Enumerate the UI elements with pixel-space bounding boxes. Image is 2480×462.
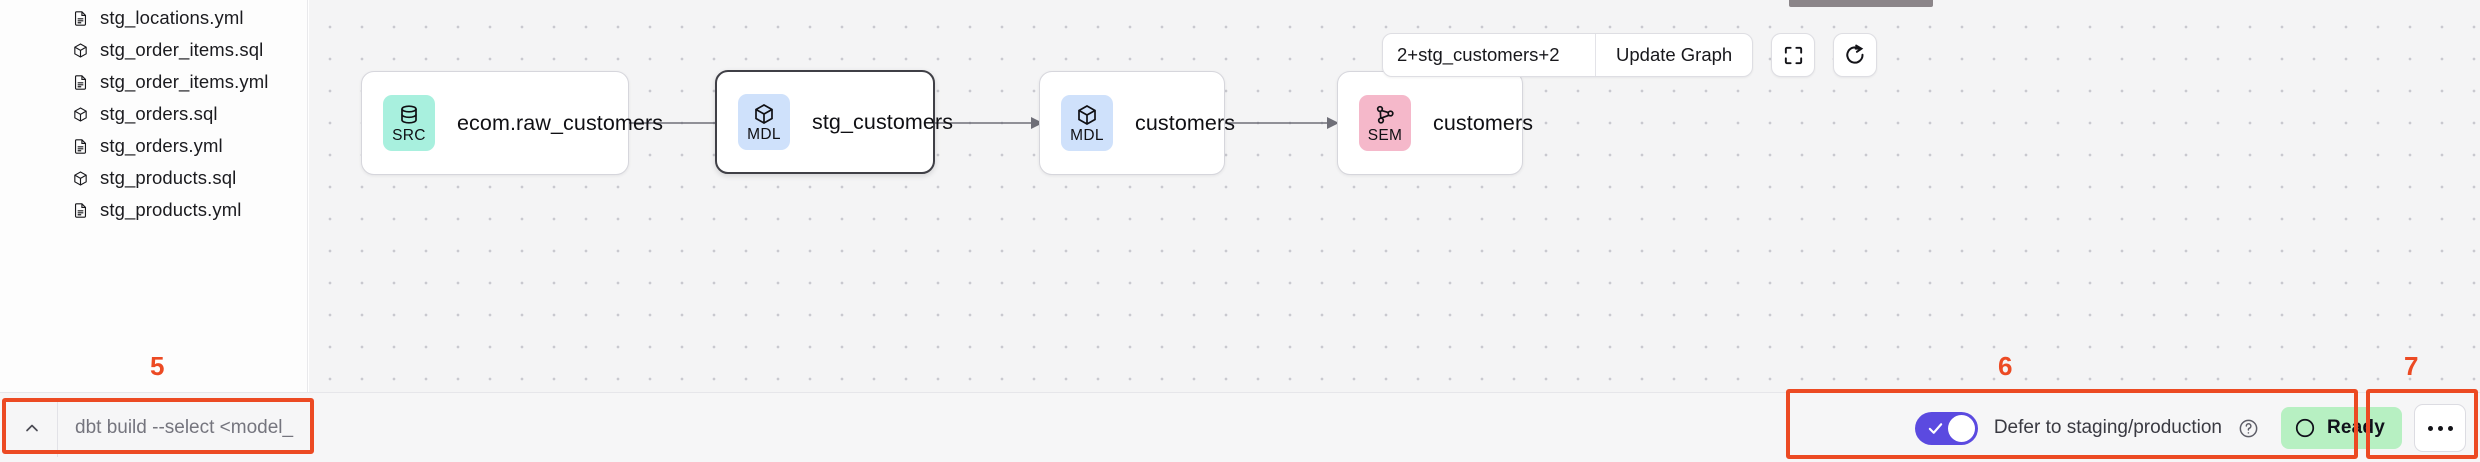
graph-node-stg-customers[interactable]: MDL stg_customers: [715, 70, 953, 174]
edge-mdl1-to-mdl2: [935, 117, 1043, 129]
node-label: customers: [1433, 110, 1534, 135]
fit-view-button[interactable]: [1771, 33, 1816, 77]
node-label: ecom.raw_customers: [457, 110, 664, 135]
check-icon: [1928, 422, 1943, 434]
fullscreen-icon: [1784, 46, 1802, 64]
ellipsis-icon: [2427, 425, 2453, 431]
chevron-up-icon: [25, 424, 38, 431]
graph-node-customers-semantic[interactable]: SEM customers: [1337, 71, 1533, 175]
node-badge-src: SRC: [383, 95, 435, 151]
file-list-item[interactable]: stg_locations.yml: [0, 2, 307, 34]
node-badge-label: SRC: [392, 126, 426, 144]
sql-model-icon: [74, 42, 87, 58]
file-name: stg_products.sql: [100, 167, 237, 188]
node-badge-label: MDL: [747, 125, 781, 143]
database-icon: [401, 105, 417, 124]
update-graph-button[interactable]: Update Graph: [1595, 34, 1752, 76]
graph-node-customers-model[interactable]: MDL customers: [1039, 71, 1235, 175]
refresh-icon: [1846, 44, 1864, 64]
yml-file-icon: [74, 138, 87, 154]
more-options-button[interactable]: [2414, 404, 2466, 452]
file-list-item[interactable]: stg_products.yml: [0, 194, 307, 226]
bottom-status-bar: Defer to staging/production Ready: [0, 392, 2480, 462]
file-name: stg_locations.yml: [100, 7, 244, 28]
yml-file-icon: [74, 74, 87, 90]
node-label: customers: [1135, 110, 1236, 135]
status-controls: Defer to staging/production Ready: [1905, 393, 2466, 462]
refresh-graph-button[interactable]: [1833, 33, 1878, 77]
file-list-item[interactable]: stg_order_items.yml: [0, 66, 307, 98]
status-label: Ready: [2326, 417, 2385, 438]
lineage-graph-canvas[interactable]: SRC ecom.raw_customers MDL stg_customers: [309, 0, 2480, 392]
node-badge-label: SEM: [1367, 126, 1403, 144]
node-badge-label: MDL: [1070, 126, 1104, 144]
yml-file-icon: [74, 10, 87, 26]
file-list-item[interactable]: stg_products.sql: [0, 162, 307, 194]
edge-mdl2-to-sem: [1225, 117, 1339, 129]
file-list-item[interactable]: stg_orders.sql: [0, 98, 307, 130]
sql-model-icon: [74, 170, 87, 186]
defer-label: Defer to staging/production: [1993, 417, 2222, 438]
sql-model-icon: [74, 106, 87, 122]
toggle-knob: [1947, 414, 1975, 442]
file-name: stg_order_items.yml: [100, 71, 269, 92]
dbt-command-input[interactable]: [58, 398, 294, 457]
defer-toggle[interactable]: [1914, 411, 1978, 445]
file-name: stg_orders.yml: [100, 135, 223, 156]
circle-icon: [2295, 418, 2315, 438]
yml-file-icon: [74, 202, 87, 218]
file-list-item[interactable]: stg_order_items.sql: [0, 34, 307, 66]
file-list: stg_locations.yml stg_order_items.sql stg_…: [0, 0, 307, 226]
node-badge-mdl: MDL: [738, 94, 790, 150]
graph-selector-input[interactable]: [1383, 34, 1595, 76]
cube-icon: [755, 103, 773, 124]
file-explorer-sidebar: stg_locations.yml stg_order_items.sql stg_…: [0, 0, 308, 392]
network-icon: [1376, 105, 1394, 124]
graph-toolbar: Update Graph: [1382, 33, 1878, 77]
defer-setting: Defer to staging/production: [1905, 411, 2269, 445]
command-bar-expand-button[interactable]: [6, 398, 58, 457]
selector-group: Update Graph: [1382, 33, 1754, 77]
command-bar: [6, 398, 294, 457]
file-list-item[interactable]: stg_orders.yml: [0, 130, 307, 162]
node-badge-mdl: MDL: [1061, 95, 1113, 151]
help-circle-icon[interactable]: [2238, 418, 2259, 439]
cube-icon: [1078, 104, 1096, 125]
top-scroll-indicator[interactable]: [1789, 0, 1933, 7]
graph-node-source[interactable]: SRC ecom.raw_customers: [361, 71, 663, 175]
node-badge-sem: SEM: [1359, 95, 1411, 151]
file-name: stg_order_items.sql: [100, 39, 264, 60]
node-label: stg_customers: [812, 109, 954, 134]
file-name: stg_orders.sql: [100, 103, 218, 124]
run-status-group: Ready: [2280, 404, 2466, 452]
status-badge[interactable]: Ready: [2280, 407, 2402, 449]
file-name: stg_products.yml: [100, 199, 242, 220]
